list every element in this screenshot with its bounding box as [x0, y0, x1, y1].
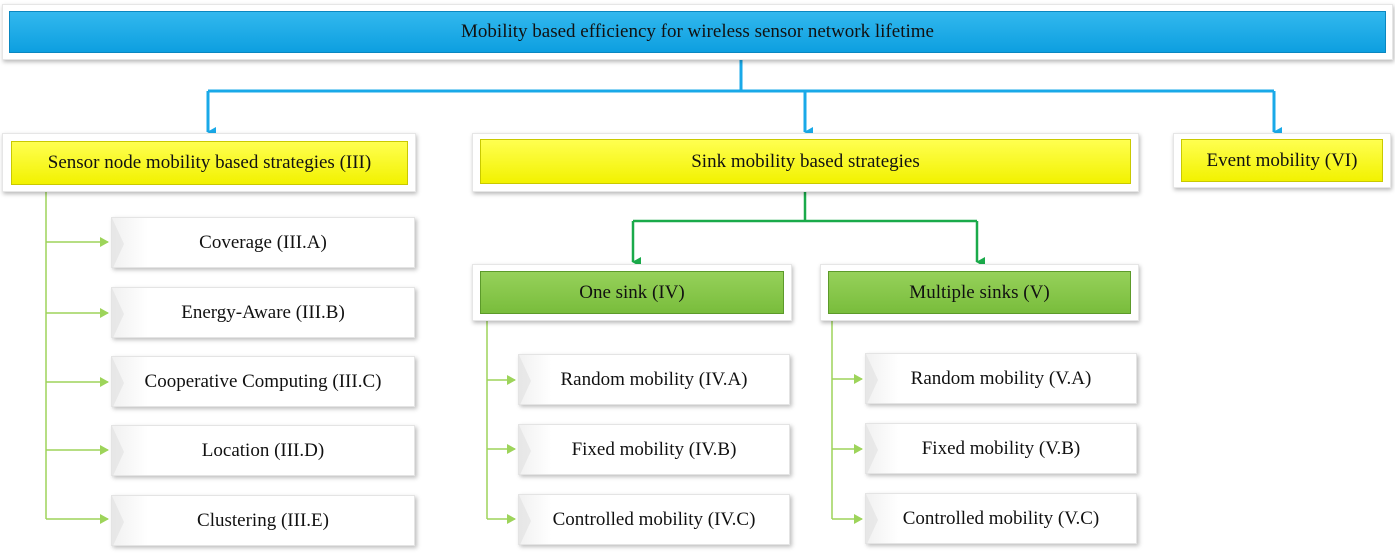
multiple-sinks-node: Multiple sinks (V): [828, 271, 1131, 314]
root-connectors: [206, 60, 1282, 137]
sensor-item-location: Location (III.D): [111, 425, 415, 478]
root-node: Mobility based efficiency for wireless s…: [9, 11, 1386, 53]
sensor-category-node: Sensor node mobility based strategies (I…: [11, 141, 408, 185]
sensor-item-coverage: Coverage (III.A): [111, 217, 415, 270]
event-category-node: Event mobility (VI): [1181, 139, 1383, 182]
sensor-item-clustering: Clustering (III.E): [111, 495, 415, 548]
sink-connectors: [631, 192, 985, 267]
sensor-item-connectors: [45, 192, 109, 524]
multiple-sinks-item-fixed: Fixed mobility (V.B): [865, 423, 1137, 476]
one-sink-item-random: Random mobility (IV.A): [518, 354, 790, 407]
one-sink-node: One sink (IV): [480, 271, 784, 314]
one-sink-item-connectors: [486, 320, 516, 524]
sensor-item-cooperative-computing: Cooperative Computing (III.C): [111, 356, 415, 409]
sink-category-node: Sink mobility based strategies: [480, 139, 1131, 184]
sensor-item-energy-aware: Energy-Aware (III.B): [111, 287, 415, 340]
one-sink-item-fixed: Fixed mobility (IV.B): [518, 424, 790, 477]
one-sink-item-controlled: Controlled mobility (IV.C): [518, 494, 790, 547]
multiple-sinks-item-random: Random mobility (V.A): [865, 353, 1137, 406]
multiple-sinks-item-connectors: [831, 320, 863, 524]
multiple-sinks-item-controlled: Controlled mobility (V.C): [865, 493, 1137, 546]
